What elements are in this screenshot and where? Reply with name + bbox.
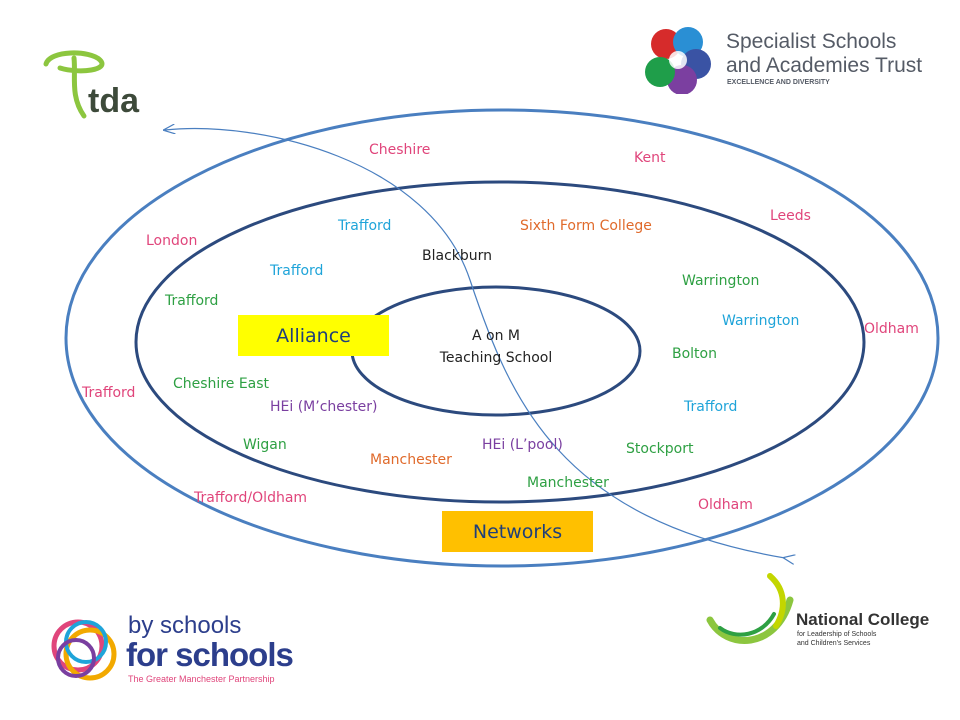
place-label: Oldham bbox=[864, 321, 919, 337]
tda-logo: tda bbox=[40, 46, 170, 126]
place-label: Stockport bbox=[626, 441, 694, 457]
place-label: Blackburn bbox=[422, 248, 493, 264]
place-label: Trafford bbox=[82, 385, 136, 401]
place-label: Trafford/Oldham bbox=[194, 490, 308, 506]
ncsl-line-2: for Leadership of Schools bbox=[797, 631, 877, 638]
place-label: Trafford bbox=[684, 399, 738, 415]
bsfs-line-2: for schools bbox=[126, 636, 294, 673]
bsfs-logo: by schools for schools The Greater Manch… bbox=[46, 610, 316, 690]
outer-ring bbox=[64, 108, 940, 568]
national-college-logo: National College for Leadership of Schoo… bbox=[706, 570, 946, 660]
ssat-line-2: and Academies Trust bbox=[726, 54, 923, 77]
place-label: Trafford bbox=[165, 293, 219, 309]
bsfs-line-1: by schools bbox=[128, 612, 242, 639]
ncsl-line-3: and Children's Services bbox=[797, 640, 871, 647]
place-label: Leeds bbox=[770, 208, 811, 224]
ncsl-leaf-icon bbox=[706, 573, 794, 644]
place-label: Manchester bbox=[527, 475, 609, 491]
alliance-label: Alliance bbox=[276, 324, 351, 347]
place-label: Kent bbox=[634, 150, 666, 166]
alliance-box: Alliance bbox=[238, 315, 389, 356]
ssat-flower-icon bbox=[645, 27, 711, 94]
place-label: Cheshire East bbox=[173, 376, 270, 392]
center-line-2: Teaching School bbox=[439, 350, 553, 366]
place-label: Trafford bbox=[338, 218, 392, 234]
bsfs-tagline: The Greater Manchester Partnership bbox=[128, 674, 275, 684]
networks-box: Networks bbox=[442, 511, 593, 552]
place-label: Manchester bbox=[370, 452, 452, 468]
networks-label: Networks bbox=[472, 520, 563, 543]
ncsl-line-1: National College bbox=[796, 610, 930, 629]
bsfs-rings-icon bbox=[51, 619, 117, 681]
place-label: Wigan bbox=[243, 437, 287, 453]
place-label: Trafford bbox=[270, 263, 324, 279]
place-label: Oldham bbox=[698, 497, 753, 513]
place-label: Warrington bbox=[682, 273, 760, 289]
ssat-logo: Specialist Schools and Academies Trust E… bbox=[642, 20, 942, 100]
tda-wordmark: tda bbox=[88, 82, 139, 120]
tda-swirl-icon bbox=[43, 50, 105, 119]
place-label: London bbox=[146, 233, 198, 249]
place-label: Bolton bbox=[672, 346, 717, 362]
place-label: Cheshire bbox=[369, 142, 431, 158]
ssat-line-1: Specialist Schools bbox=[726, 30, 897, 53]
teaching-school-label: A on M Teaching School bbox=[426, 325, 566, 369]
connection-arrow bbox=[165, 129, 785, 558]
place-label: HEi (M’chester) bbox=[270, 399, 378, 415]
ssat-tagline: EXCELLENCE AND DIVERSITY bbox=[727, 79, 830, 86]
place-label: Warrington bbox=[722, 313, 800, 329]
center-line-1: A on M bbox=[472, 328, 520, 344]
place-label: Sixth Form College bbox=[520, 218, 652, 234]
place-label: HEi (L’pool) bbox=[482, 437, 563, 453]
